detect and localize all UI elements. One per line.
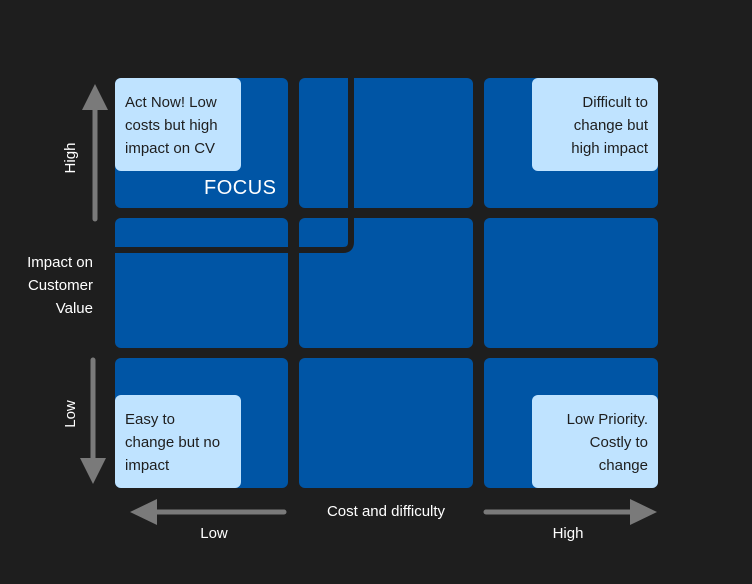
matrix-cell-bottom-center (299, 358, 473, 488)
note-act-now: Act Now! Low costs but high impact on CV (115, 78, 241, 171)
focus-zone-boundary (115, 78, 354, 253)
x-axis-title: Cost and difficulty (326, 503, 446, 520)
y-axis-low-label: Low (62, 400, 79, 428)
y-axis-high-label: High (62, 142, 79, 174)
x-axis-left-arrow (130, 499, 287, 525)
matrix-cell-top-center (299, 78, 473, 208)
matrix-cell-middle-left (115, 218, 288, 348)
note-low-priority: Low Priority. Costly to change (532, 395, 658, 488)
x-axis-right-arrow (483, 499, 657, 525)
x-axis-low-label: Low (200, 525, 228, 542)
y-axis-down-arrow (80, 357, 106, 484)
y-axis-title: Impact on Customer Value (27, 254, 93, 317)
y-axis-up-arrow (82, 84, 108, 222)
matrix-cell-middle-right (484, 218, 658, 348)
matrix-cell-middle-center (299, 218, 473, 348)
note-difficult-high-impact: Difficult to change but high impact (532, 78, 658, 171)
note-easy-no-impact: Easy to change but no impact (115, 395, 241, 488)
x-axis-high-label: High (552, 525, 584, 542)
focus-label: FOCUS (204, 177, 277, 199)
